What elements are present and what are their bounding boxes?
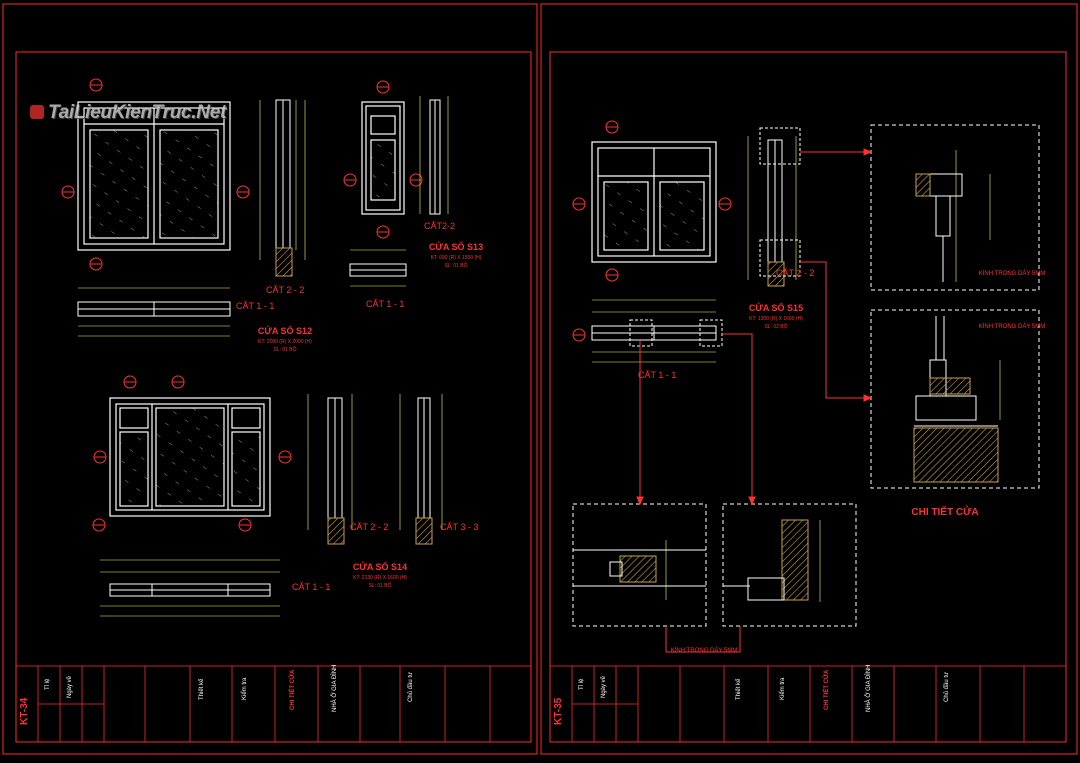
s15-section-11 [591, 299, 723, 363]
detail-title: CHI TIẾT CỬA [911, 505, 978, 518]
s14-qty: SL: 01 BỘ [368, 582, 391, 589]
right-date-label: Ngày vẽ [601, 675, 607, 698]
s15-label-cut22: CẮT 2 - 2 [776, 268, 814, 278]
right-sheet [572, 120, 1040, 653]
s12-title: CỬA SỔ S12 [258, 325, 312, 336]
label-s14-cut11: CẮT 1 - 1 [292, 582, 330, 592]
left-project-name: NHÀ Ở GIA ĐÌNH [331, 665, 338, 712]
left-checked-label: Kiểm tra [241, 677, 248, 700]
s12-qty: SL: 01 BỘ [273, 346, 296, 353]
s13-section-22 [419, 96, 449, 215]
s13-size: KT: 600 (R) X 1500 (H) [431, 255, 482, 261]
glass-note-top: KÍNH TRONG DÀY 5MM [979, 270, 1045, 277]
s15-size: KT: 1300 (R) X 1600 (H) [749, 316, 803, 322]
s12-size: KT: 2000 (R) X 2000 (H) [258, 339, 312, 345]
label-s14-cut22: CẮT 2 - 2 [350, 522, 388, 532]
left-sheet-number: KT-34 [19, 697, 30, 725]
logo-icon [30, 105, 44, 119]
window-s14-elevation [109, 397, 271, 517]
detail-left [573, 540, 706, 600]
right-sheet-number: KT-35 [553, 697, 564, 725]
detail-bottom [913, 316, 1001, 483]
s15-label-cut11: CẮT 1 - 1 [638, 370, 676, 380]
right-labels: CẮT 2 - 2 CẮT 1 - 1 CỬA SỔ S15 KT: 1300 … [638, 268, 1045, 654]
s15-qty: SL: 02 BỘ [764, 323, 787, 330]
label-s13-cut11: CẮT 1 - 1 [366, 299, 404, 309]
s14-section-11 [100, 559, 280, 617]
window-s12-elevation [77, 101, 231, 251]
label-s13-cut22: CẮT2-2 [424, 221, 455, 231]
s12-section-11 [77, 287, 231, 337]
s13-section-11 [349, 249, 407, 287]
glass-note-lower: KÍNH TRONG DÀY 5MM [671, 647, 737, 654]
label-s12-cut11: CẮT 1 - 1 [236, 301, 274, 311]
right-scale-label: Tỉ lệ [578, 678, 585, 690]
s13-title: CỬA SỔ S13 [429, 241, 483, 252]
s13-qty: SL: 01 BỘ [444, 262, 467, 269]
left-labels: CẮT 1 - 1 CẮT 2 - 2 CẮT2-2 CẮT 1 - 1 CẮT… [236, 221, 483, 592]
right-title-texts: KT-35 Tỉ lệ Ngày vẽ Thiết kế Kiểm tra CH… [553, 665, 950, 725]
right-title-block [549, 665, 1067, 743]
label-s12-cut22: CẮT 2 - 2 [266, 285, 304, 295]
window-s13-elevation [361, 101, 405, 215]
right-designer-label: Thiết kế [736, 678, 742, 700]
detail-right [723, 519, 821, 602]
s15-title: CỬA SỔ S15 [749, 302, 803, 313]
left-drawing-title: CHI TIẾT CỬA [289, 669, 296, 710]
left-scale-label: Tỉ lệ [44, 678, 51, 690]
left-designer-label: Thiết kế [199, 678, 205, 700]
watermark-logo: TaiLieuKienTruc.Net [30, 102, 226, 124]
label-s14-cut33: CẮT 3 - 3 [440, 522, 478, 532]
right-drawing-title: CHI TIẾT CỬA [823, 669, 830, 710]
left-title-texts: KT-34 Tỉ lệ Ngày vẽ Thiết kế Kiểm tra CH… [19, 665, 414, 725]
right-owner-label: Chủ đầu tư [943, 672, 950, 702]
s14-size: KT: 2130 (R) X 1600 (H) [353, 575, 407, 581]
watermark-text: TaiLieuKienTruc.Net [48, 102, 227, 123]
window-s15-elevation [591, 141, 717, 263]
s14-section-22 [307, 394, 353, 545]
s14-title: CỬA SỔ S14 [353, 561, 407, 572]
right-project-name: NHÀ Ở GIA ĐÌNH [865, 665, 872, 712]
left-title-block [15, 665, 532, 743]
left-owner-label: Chủ đầu tư [407, 672, 414, 702]
left-date-label: Ngày vẽ [67, 675, 73, 698]
axis-markers [61, 78, 423, 532]
detail-top [915, 150, 991, 282]
left-sheet [61, 78, 449, 617]
leader-arrows [636, 148, 873, 653]
glass-note-bottom: KÍNH TRONG DÀY 5MM [979, 323, 1045, 330]
s12-section-22 [259, 99, 306, 277]
right-checked-label: Kiểm tra [779, 677, 786, 700]
s15-section-22 [747, 127, 801, 287]
s14-section-33 [399, 394, 443, 545]
